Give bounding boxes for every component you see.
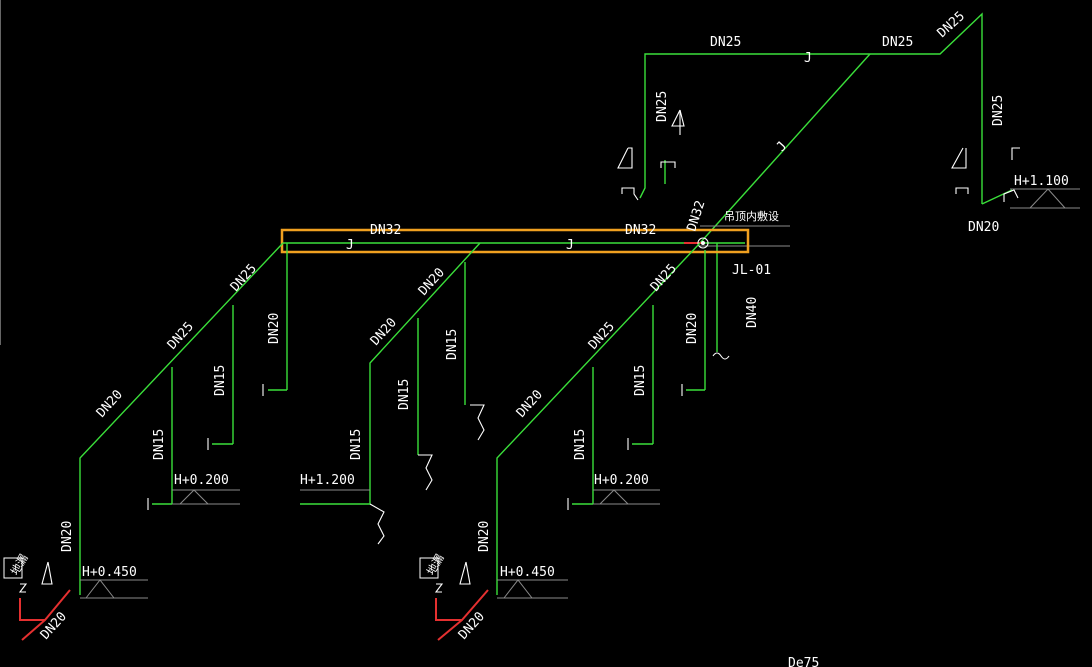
label-dn32: DN32 (685, 199, 709, 233)
pipe-top-loop (639, 12, 983, 204)
label-dn15: DN15 (349, 429, 364, 460)
label-elevation: H+0.450 (500, 565, 555, 580)
fixture-symbol (621, 187, 639, 201)
floor-hatch (85, 579, 115, 599)
pipe-branch-a-diag (79, 242, 284, 595)
riser-symbol (697, 237, 709, 249)
label-dn25: DN25 (165, 319, 197, 352)
drain-pipe (21, 619, 46, 641)
label-elevation: H+1.100 (1014, 174, 1069, 189)
riser-center (701, 241, 705, 245)
label-dn25: DN25 (228, 261, 260, 294)
fixture-symbol (459, 561, 471, 585)
valve-symbol (369, 503, 385, 545)
label-dn25: DN25 (935, 9, 968, 41)
drain-pipe (437, 619, 463, 641)
label-dn20: DN20 (60, 521, 75, 552)
label-dn25: DN25 (991, 95, 1006, 126)
fixture-symbol (1011, 147, 1020, 160)
label-dn25: DN25 (648, 261, 680, 294)
label-dn25: DN25 (710, 35, 741, 50)
label-dn15: DN15 (213, 365, 228, 396)
label-dn15: DN15 (445, 329, 460, 360)
label-dn20: DN20 (416, 265, 448, 298)
label-dn20: DN20 (456, 609, 488, 642)
fixture-symbol (41, 561, 53, 585)
label-j: J (346, 238, 354, 253)
label-elevation: H+1.200 (300, 473, 355, 488)
label-elevation: H+0.450 (82, 565, 137, 580)
floor-hatch (503, 579, 533, 599)
pipe-branch-b-diag (369, 242, 481, 504)
label-dn15: DN15 (152, 429, 167, 460)
valve-symbol (418, 454, 433, 491)
label-dn20: DN20 (38, 609, 70, 642)
fixture-symbol (951, 147, 967, 169)
label-trap: 地漏 (8, 552, 30, 578)
floor-hatch (1029, 188, 1066, 209)
floor-hatch (599, 489, 629, 505)
label-dn15: DN15 (633, 365, 648, 396)
label-elevation: H+0.200 (594, 473, 649, 488)
main-line: DN32 DN32 DN32 J J 吊顶内敷设 JL-01 DN40 (280, 199, 790, 360)
fixture-symbol (434, 583, 444, 593)
label-dn32: DN32 (370, 223, 401, 238)
label-dn15: DN15 (397, 379, 412, 410)
label-trap: 地漏 (424, 552, 446, 578)
label-elevation: H+0.200 (174, 473, 229, 488)
pipe-break (712, 352, 730, 360)
pipe-diag-j (699, 53, 871, 244)
label-j: J (804, 51, 812, 66)
fixture-symbol (18, 583, 28, 593)
label-dn20: DN20 (94, 387, 126, 420)
fixture-symbol (617, 147, 633, 169)
label-dn25: DN25 (655, 91, 670, 122)
label-j: J (566, 238, 574, 253)
label-dn15: DN15 (573, 429, 588, 460)
pipe-branch-c-diag (496, 242, 701, 595)
selection-highlight[interactable] (280, 228, 750, 254)
valve-symbol (470, 404, 485, 441)
floor-hatch (179, 489, 209, 505)
label-dn20: DN20 (368, 315, 400, 348)
drain-pipe (19, 589, 71, 621)
fixture-symbol (1003, 189, 1019, 202)
label-note: 吊顶内敷设 (724, 209, 779, 223)
trap-box (419, 557, 439, 579)
trap-box (3, 557, 23, 579)
label-j: J (774, 139, 790, 155)
fixture-symbol (671, 109, 685, 127)
label-dn32: DN32 (625, 223, 656, 238)
label-partial: De75 (788, 656, 819, 667)
drain-pipe (435, 589, 489, 621)
fixture-symbol (660, 161, 676, 168)
label-dn20: DN20 (968, 220, 999, 235)
label-dn20: DN20 (685, 313, 700, 344)
branch-c: 地漏 DN25 DN25 DN20 DN20 DN15 DN15 H+0.200… (419, 242, 706, 643)
fixture-symbol (955, 187, 969, 194)
label-dn25: DN25 (882, 35, 913, 50)
label-riser-id: JL-01 (732, 263, 771, 278)
label-dn20: DN20 (477, 521, 492, 552)
branch-a: 地漏 DN25 DN25 DN20 DN20 DN15 DN15 H+0.200… (3, 242, 288, 643)
label-dn20: DN20 (267, 313, 282, 344)
branch-b: DN20 DN20 DN15 DN15 DN15 H+1.200 (300, 242, 485, 545)
label-dn20: DN20 (514, 387, 546, 420)
label-dn40: DN40 (745, 297, 760, 328)
top-right-branch: DN25 DN25 DN25 DN25 DN25 J J H+1.100 DN2… (617, 9, 1080, 244)
